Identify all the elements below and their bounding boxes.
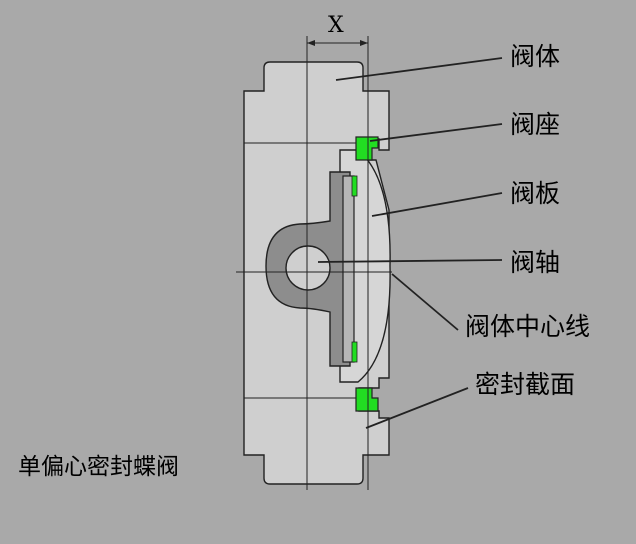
leader-valve-plate <box>371 192 503 217</box>
plate-inner-strip <box>342 175 355 363</box>
shaft-hole <box>285 245 331 291</box>
plate-green-strip-bottom <box>351 341 358 363</box>
leader-valve-seat <box>369 123 503 142</box>
leader-valve-body <box>335 57 503 81</box>
dimension-x-label: X <box>328 13 344 38</box>
plate-green-strip-top <box>351 175 358 197</box>
dimension-arrow-left <box>307 40 315 46</box>
dimension-arrow-right <box>360 40 368 46</box>
diagram-title: 单偏心密封蝶阀 <box>18 454 179 480</box>
valve-seat-bottom <box>355 387 379 412</box>
label-valve-body: 阀体 <box>510 42 561 71</box>
label-valve-seat: 阀座 <box>510 110 561 139</box>
label-seal-section: 密封截面 <box>475 370 576 399</box>
label-valve-shaft: 阀轴 <box>510 248 561 277</box>
leader-valve-shaft <box>317 259 503 263</box>
label-body-center-line: 阀体中心线 <box>465 312 591 341</box>
valve-seat-top <box>355 136 379 161</box>
label-valve-plate: 阀板 <box>510 179 561 208</box>
leader-body-center-line <box>391 273 459 331</box>
leader-seal-section <box>365 387 469 429</box>
